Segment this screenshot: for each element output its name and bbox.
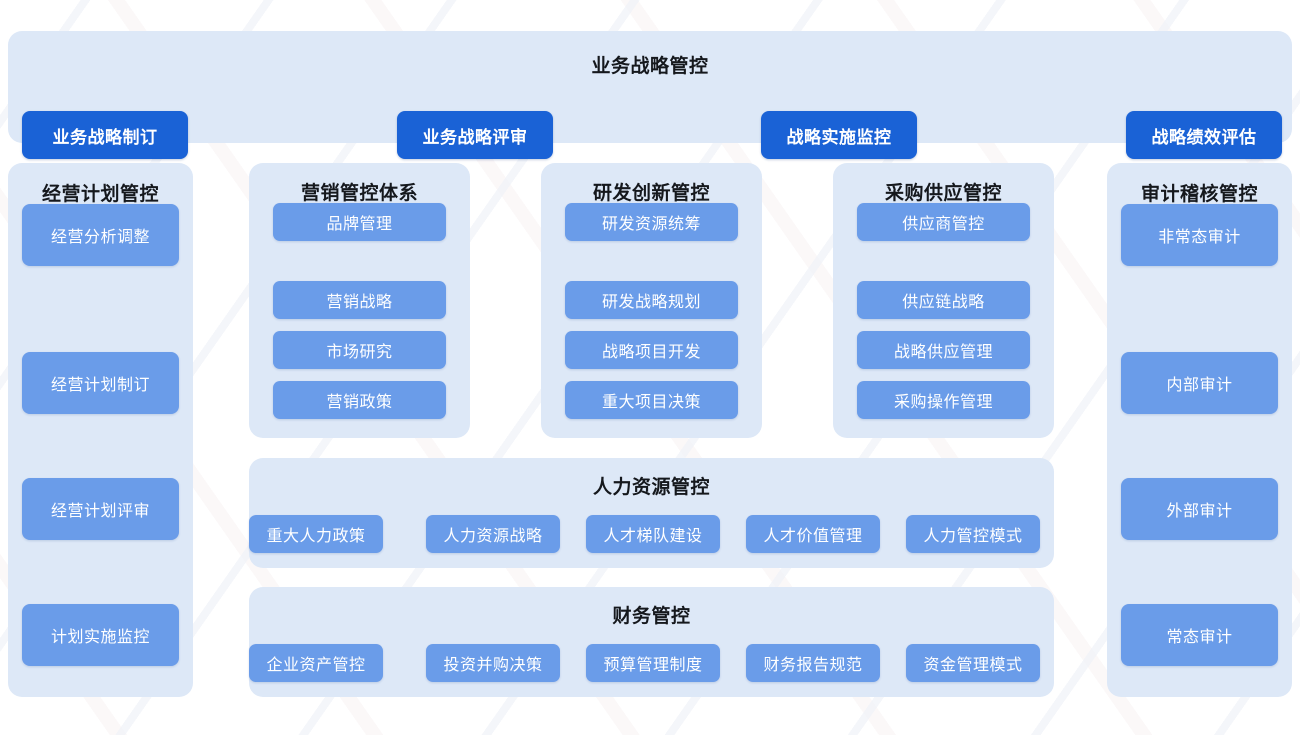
- chip-marketing-strategy[interactable]: 营销战略: [273, 281, 446, 319]
- chip-strategy-implementation-monitoring[interactable]: 战略实施监控: [761, 111, 917, 159]
- chip-talent-value-management[interactable]: 人才价值管理: [746, 515, 880, 553]
- section-title-human-resources-control: 人力资源管控: [592, 477, 710, 498]
- section-human-resources-control: 人力资源管控 人力资源战略 人才梯队建设 人才价值管理 人力管控模式 重大人力政…: [249, 458, 1054, 568]
- chip-market-research[interactable]: 市场研究: [273, 331, 446, 369]
- section-audit-inspection-control: 审计稽核管控 内部审计 外部审计 常态审计 非常态审计: [1107, 163, 1292, 697]
- section-title-rnd-innovation-control: 研发创新管控: [592, 183, 710, 204]
- chip-business-strategy-review[interactable]: 业务战略评审: [397, 111, 553, 159]
- chip-strategy-performance-evaluation[interactable]: 战略绩效评估: [1126, 111, 1282, 159]
- section-business-plan-control: 经营计划管控 经营计划制订 经营计划评审 计划实施监控 经营分析调整: [8, 163, 193, 697]
- chip-rnd-strategic-planning[interactable]: 研发战略规划: [565, 281, 738, 319]
- chip-major-hr-policy[interactable]: 重大人力政策: [249, 515, 383, 553]
- section-rnd-innovation-control: 研发创新管控 研发战略规划 战略项目开发 重大项目决策 研发资源统筹: [541, 163, 762, 438]
- section-finance-control: 财务管控 投资并购决策 预算管理制度 财务报告规范 资金管理模式 企业资产管控: [249, 587, 1054, 697]
- chip-plan-review[interactable]: 经营计划评审: [22, 478, 179, 540]
- section-business-strategy: 业务战略管控 业务战略制订 业务战略评审 战略实施监控 战略绩效评估: [8, 31, 1292, 159]
- chip-financial-reporting-standards[interactable]: 财务报告规范: [746, 644, 880, 682]
- chip-plan-formulation[interactable]: 经营计划制订: [22, 352, 179, 414]
- chip-internal-audit[interactable]: 内部审计: [1121, 352, 1278, 414]
- chip-procurement-operation-management[interactable]: 采购操作管理: [857, 381, 1030, 419]
- chip-routine-audit[interactable]: 常态审计: [1121, 604, 1278, 666]
- chip-major-project-decision[interactable]: 重大项目决策: [565, 381, 738, 419]
- chip-talent-echelon-building[interactable]: 人才梯队建设: [586, 515, 720, 553]
- section-title-procurement-supply-control: 采购供应管控: [884, 183, 1002, 204]
- chip-marketing-policy[interactable]: 营销政策: [273, 381, 446, 419]
- chip-supplier-control[interactable]: 供应商管控: [857, 203, 1030, 241]
- section-procurement-supply-control: 采购供应管控 供应链战略 战略供应管理 采购操作管理 供应商管控: [833, 163, 1054, 438]
- chip-business-strategy-formulation[interactable]: 业务战略制订: [22, 111, 188, 159]
- chip-supply-chain-strategy[interactable]: 供应链战略: [857, 281, 1030, 319]
- section-title-finance-control: 财务管控: [612, 606, 691, 627]
- chip-investment-ma-decision[interactable]: 投资并购决策: [426, 644, 560, 682]
- section-title-audit-inspection-control: 审计稽核管控: [1140, 184, 1258, 205]
- chip-non-routine-audit[interactable]: 非常态审计: [1121, 204, 1278, 266]
- chip-hr-control-model[interactable]: 人力管控模式: [906, 515, 1040, 553]
- chip-plan-analysis-adjustment[interactable]: 经营分析调整: [22, 204, 179, 266]
- chip-strategic-project-development[interactable]: 战略项目开发: [565, 331, 738, 369]
- section-title-marketing-control-system: 营销管控体系: [300, 183, 418, 204]
- section-marketing-control-system: 营销管控体系 营销战略 市场研究 营销政策 品牌管理: [249, 163, 470, 438]
- section-title-business-strategy: 业务战略管控: [591, 56, 709, 77]
- chip-hr-strategy[interactable]: 人力资源战略: [426, 515, 560, 553]
- chip-brand-management[interactable]: 品牌管理: [273, 203, 446, 241]
- chip-strategic-supply-management[interactable]: 战略供应管理: [857, 331, 1030, 369]
- chip-rnd-resource-coordination[interactable]: 研发资源统筹: [565, 203, 738, 241]
- chip-fund-management-model[interactable]: 资金管理模式: [906, 644, 1040, 682]
- chip-plan-implementation-monitoring[interactable]: 计划实施监控: [22, 604, 179, 666]
- section-title-business-plan-control: 经营计划管控: [41, 184, 159, 205]
- chip-external-audit[interactable]: 外部审计: [1121, 478, 1278, 540]
- chip-enterprise-asset-control[interactable]: 企业资产管控: [249, 644, 383, 682]
- chip-budget-management-system[interactable]: 预算管理制度: [586, 644, 720, 682]
